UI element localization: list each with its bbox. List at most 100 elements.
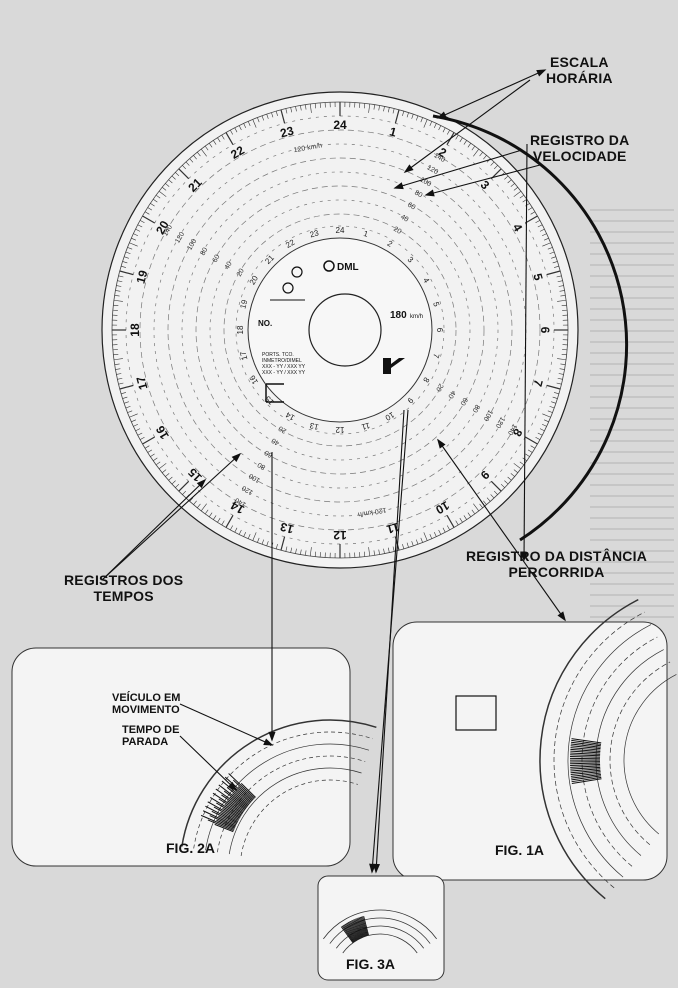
hour-tick <box>193 500 197 505</box>
speed-label: 140 <box>506 422 518 436</box>
fig2a-trace <box>215 788 246 811</box>
pointer-line <box>101 453 241 581</box>
hour-tick <box>551 401 556 404</box>
fig3a-disc-detail <box>323 909 437 954</box>
fig2a-arc <box>193 731 373 849</box>
fig3a-arc <box>335 925 425 949</box>
inner-hour-label: 6 <box>435 328 444 333</box>
fig2a-inset <box>11 647 377 867</box>
hour-tick <box>504 480 509 485</box>
fig3a-arc <box>323 909 437 940</box>
hour-tick <box>363 103 366 109</box>
fig2a-trace <box>222 807 241 819</box>
hour-label: 6 <box>538 327 552 334</box>
hour-tick <box>257 117 260 123</box>
arrow-head <box>231 452 242 463</box>
fig3a-trace <box>363 915 370 936</box>
fig2a-trace <box>211 810 238 825</box>
fig2a-trace <box>218 798 243 815</box>
hour-tick <box>309 547 312 557</box>
hour-tick <box>429 121 433 127</box>
arrow-head <box>393 182 404 190</box>
hour-tick <box>217 137 221 143</box>
hour-tick <box>543 237 549 241</box>
fig1a-trace <box>570 750 601 754</box>
hour-tick <box>165 473 170 477</box>
hour-tick <box>394 109 400 124</box>
speed-label: 20 <box>392 226 402 236</box>
fig2a-trace <box>209 815 236 828</box>
fig2a-trace <box>212 792 244 814</box>
hour-tick <box>411 541 414 546</box>
callout-arrows <box>101 69 566 874</box>
fig1a-trace <box>570 769 601 774</box>
hour-tick <box>542 413 551 418</box>
speed-label: 140 <box>432 152 446 164</box>
hour-tick <box>161 187 167 191</box>
hour-tick <box>118 275 124 278</box>
fig1a-trace <box>570 765 601 768</box>
hour-tick <box>133 233 139 237</box>
hour-tick <box>139 436 145 440</box>
hour-tick <box>549 405 555 409</box>
hour-tick <box>552 261 558 264</box>
fig3a-trace <box>356 918 365 938</box>
hour-tick <box>415 115 419 121</box>
svg-text:km/h: km/h <box>410 314 423 320</box>
hour-tick <box>420 117 423 123</box>
hour-tick <box>155 194 161 199</box>
hour-tick <box>373 104 375 110</box>
hour-tick <box>527 207 533 211</box>
hour-tick <box>490 480 502 492</box>
hour-tick <box>463 515 467 520</box>
hour-tick <box>234 127 238 133</box>
hour-tick <box>221 520 225 526</box>
hour-label: 13 <box>278 519 295 536</box>
hour-label: 22 <box>228 143 247 162</box>
hour-tick <box>300 549 302 555</box>
hour-tick <box>153 198 158 203</box>
arrow-head <box>268 731 276 742</box>
fig2a-trace <box>240 783 256 798</box>
inner-hour-label: 8 <box>421 376 431 385</box>
fig3a-trace <box>345 923 357 941</box>
hour-tick <box>135 228 141 232</box>
hour-label: 17 <box>133 374 150 391</box>
hour-tick <box>113 299 123 302</box>
hour-tick <box>423 119 428 128</box>
fig3a-trace <box>355 918 364 938</box>
hour-tick <box>504 175 509 180</box>
hour-tick <box>147 449 153 453</box>
fig1a-trace <box>570 754 601 757</box>
fig1a-arc <box>567 624 652 878</box>
fig1a-trace <box>570 768 601 772</box>
hour-tick <box>137 432 143 436</box>
speed-label: 20 <box>236 268 246 278</box>
hour-tick <box>527 449 533 453</box>
hour-tick <box>238 529 242 535</box>
fig1a-trace <box>570 762 601 765</box>
hour-tick <box>483 500 487 505</box>
speed-label: 60 <box>458 396 468 406</box>
label-escala-horaria: ESCALA HORÁRIA <box>546 54 613 86</box>
fig2a-trace <box>226 800 245 813</box>
hour-tick <box>387 107 390 113</box>
hour-tick <box>150 203 155 207</box>
pointer-line <box>437 439 566 621</box>
hour-tick <box>150 453 155 457</box>
speed-label: 20 <box>434 382 444 392</box>
pointer-line <box>371 409 409 873</box>
hour-tick <box>373 550 375 556</box>
hour-tick <box>266 541 269 546</box>
fig2a-trace <box>214 823 234 833</box>
hour-tick <box>513 469 519 473</box>
fig2a-disc-detail <box>181 719 377 856</box>
hour-tick <box>442 527 446 533</box>
hour-tick <box>127 247 133 250</box>
home-arrow-icon <box>265 383 284 403</box>
hour-tick <box>290 107 293 113</box>
hour-tick <box>178 480 190 492</box>
speed-label: 20 <box>278 424 288 434</box>
speed-label: 100 <box>186 238 198 252</box>
